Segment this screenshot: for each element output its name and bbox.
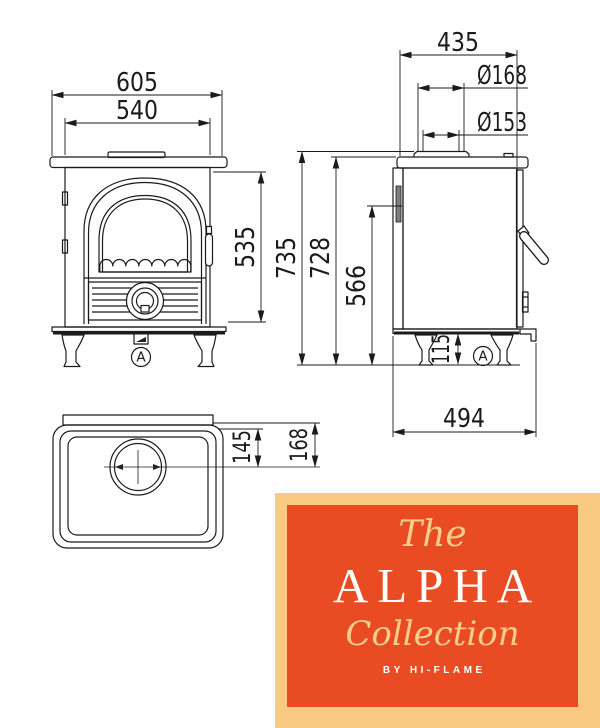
- dimension-leg-height: 115: [427, 333, 462, 365]
- front-door-handle: [204, 233, 214, 267]
- top-view-back-edge: [62, 414, 214, 426]
- front-left-leg: [61, 334, 85, 368]
- front-base-plate: [51, 326, 227, 333]
- front-top-plate: [49, 156, 228, 169]
- dimension-body-width: 540: [64, 96, 211, 155]
- logo-byline: BY HI-FLAME: [382, 665, 486, 676]
- logo-card: The ALPHA Collection BY HI-FLAME: [275, 493, 600, 728]
- front-right-leg: [193, 334, 217, 368]
- top-depth-label: 435: [437, 28, 479, 58]
- door-glass-window-inner: [101, 198, 189, 273]
- top-view-outline: [52, 424, 224, 549]
- front-door-frame-inner: [87, 181, 203, 324]
- front-view: A: [49, 151, 228, 368]
- body-width-label: 540: [116, 96, 158, 126]
- dimension-body-height: 535: [213, 171, 266, 323]
- datum-front-label: A: [136, 350, 146, 366]
- flue-diameter-arrow-right: [153, 464, 161, 470]
- ashpan-tab: [133, 332, 149, 345]
- rear-flue-centre-height-label: 566: [342, 265, 372, 307]
- leg-height-label: 115: [427, 334, 455, 364]
- dimension-top-depth: 435: [399, 28, 518, 167]
- side-body: [402, 167, 518, 330]
- height-to-top-plate-label: 728: [306, 237, 336, 279]
- dimension-flue-centre-to-rear-edge: 168: [213, 422, 320, 468]
- overall-height-label: 735: [272, 237, 302, 279]
- door-latch-bracket: [521, 291, 529, 313]
- datum-marker-side: A: [472, 345, 494, 367]
- flue-centre-to-rear-edge-label: 168: [285, 428, 313, 462]
- side-top-plate: [396, 156, 529, 169]
- dimension-overall-width: 605: [51, 68, 223, 156]
- dimension-flue-centre-to-inner-edge: 145: [218, 428, 263, 468]
- base-rear-lip: [520, 328, 537, 342]
- top-view: [52, 414, 320, 549]
- flue-opening: [104, 438, 320, 496]
- datum-marker-front: A: [130, 346, 152, 368]
- dimension-flue-collar-diameter: Ø168: [417, 61, 528, 151]
- log-retainer: [99, 258, 192, 272]
- overall-width-label: 605: [116, 68, 158, 98]
- front-door-handle-pin: [205, 225, 213, 235]
- body-height-label: 535: [231, 226, 261, 268]
- air-control-knob: [125, 281, 165, 321]
- flue-collar-diameter-label: Ø168: [477, 61, 527, 91]
- dimension-base-depth: 494: [392, 336, 537, 437]
- ashpan-tab-shadow: [136, 337, 146, 342]
- door-hinge-top: [61, 191, 69, 206]
- top-plate-inner-edge: [67, 436, 209, 536]
- flue-collar: [413, 150, 470, 157]
- dimension-flue-pipe-diameter: Ø153: [422, 108, 528, 151]
- dimension-height-to-top-plate: 728: [306, 156, 396, 366]
- dimension-overall-height: 735: [272, 151, 520, 366]
- side-door-edge: [515, 169, 524, 328]
- logo-brand-name: ALPHA: [332, 558, 542, 613]
- front-door-frame: [83, 177, 207, 324]
- datum-side-label: A: [478, 349, 488, 365]
- dimension-rear-flue-centre-height: 566: [342, 205, 402, 366]
- door-glass-window: [98, 194, 192, 273]
- flue-centre-to-inner-edge-label: 145: [228, 430, 256, 464]
- rear-flue-knockout: [395, 185, 402, 223]
- base-depth-label: 494: [443, 404, 485, 434]
- logo-prefix: The: [398, 514, 467, 555]
- side-door-handle: [517, 225, 549, 265]
- door-hinge-bottom: [61, 239, 69, 254]
- side-rear-leg: [490, 334, 514, 366]
- flue-diameter-arrow-left: [115, 464, 123, 470]
- top-plate-edge: [59, 430, 217, 543]
- logo-suffix: Collection: [345, 614, 520, 654]
- flue-pipe-diameter-label: Ø153: [477, 108, 527, 138]
- side-view: A: [392, 150, 549, 367]
- logo-panel: The ALPHA Collection BY HI-FLAME: [287, 505, 578, 707]
